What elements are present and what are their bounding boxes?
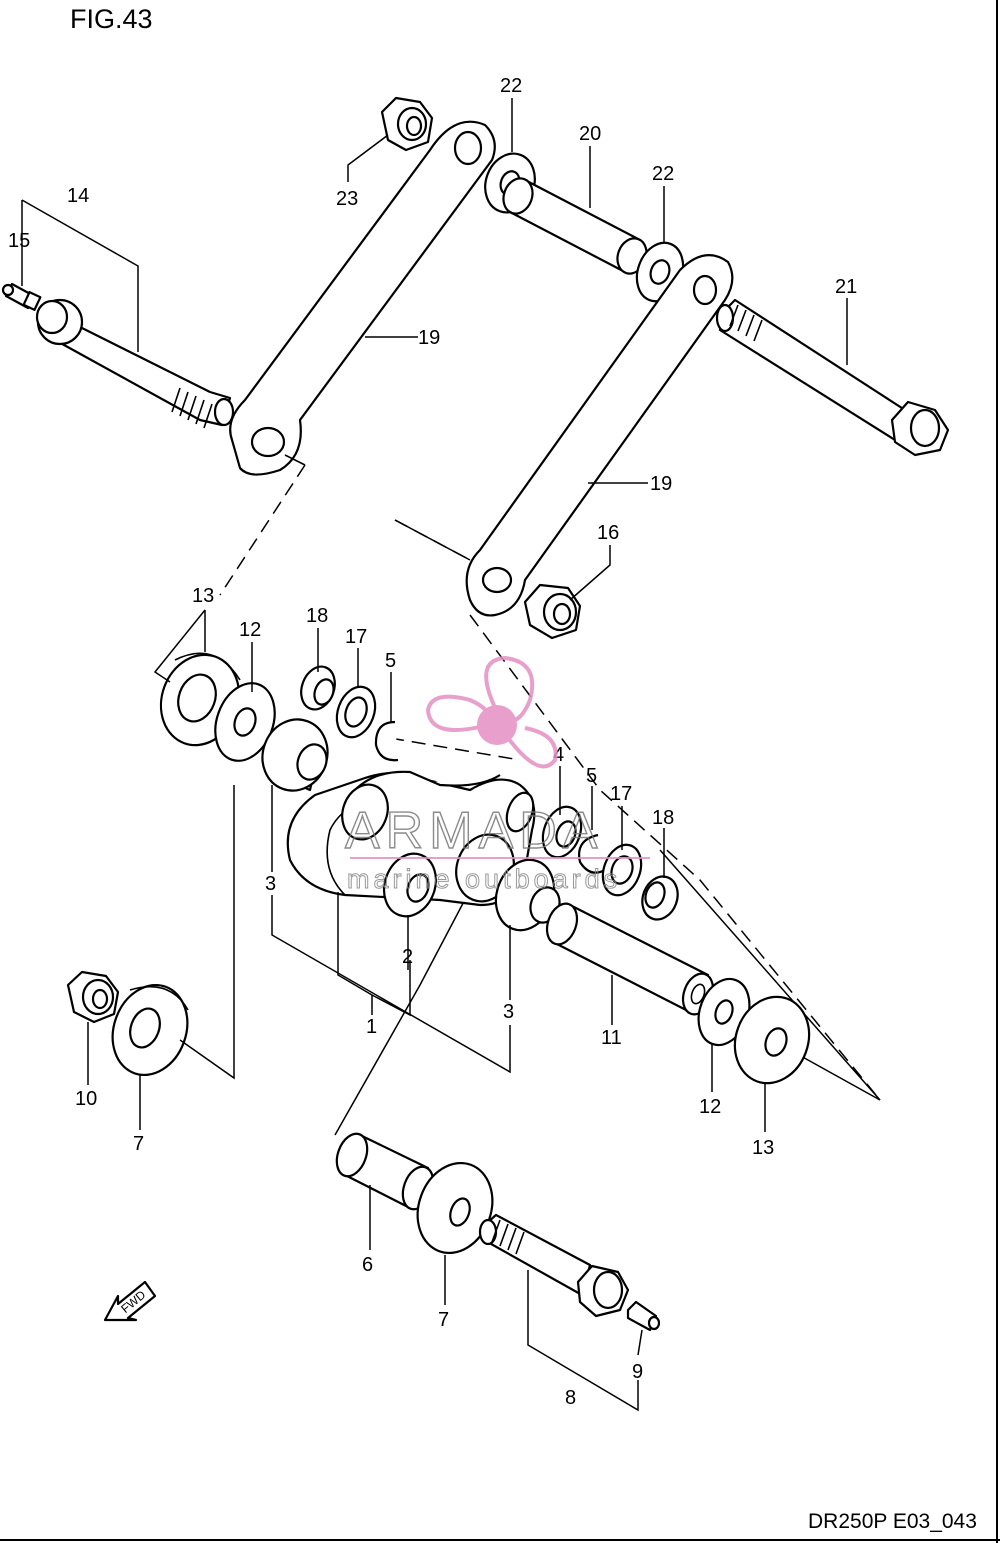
fwd-arrow-icon: FWD bbox=[103, 1280, 157, 1322]
callout-17-upper: 17 bbox=[345, 626, 367, 648]
dust-seal-13-right bbox=[733, 995, 811, 1085]
callout-5-lower: 5 bbox=[586, 765, 597, 787]
callout-21: 21 bbox=[835, 276, 857, 298]
link-plate-19-right bbox=[465, 254, 734, 617]
dust-seal-7-left bbox=[111, 983, 189, 1077]
callout-3-left: 3 bbox=[265, 873, 276, 895]
link-plate-19-left bbox=[229, 120, 496, 476]
callout-5-upper: 5 bbox=[385, 650, 396, 672]
callout-12-right: 12 bbox=[699, 1096, 721, 1118]
bearing-2 bbox=[382, 852, 438, 918]
nut-10 bbox=[66, 970, 120, 1024]
callout-7-lower: 7 bbox=[438, 1309, 449, 1331]
grease-fitting-15 bbox=[1, 282, 42, 311]
nut-23 bbox=[380, 96, 434, 152]
bolt-8 bbox=[478, 1213, 630, 1318]
drawing-code: DR250P E03_043 bbox=[808, 1510, 977, 1533]
bushing-4 bbox=[541, 805, 583, 859]
collar-18-upper bbox=[300, 665, 336, 711]
circlip-5-lower bbox=[578, 833, 606, 874]
grease-fitting-9 bbox=[626, 1300, 661, 1332]
callout-14: 14 bbox=[67, 185, 89, 207]
washer-12-left bbox=[214, 682, 276, 762]
callout-7-left: 7 bbox=[133, 1133, 144, 1155]
spacer-11 bbox=[545, 902, 715, 1016]
watermark-tagline: marine outboards bbox=[347, 864, 621, 894]
callout-18-lower: 18 bbox=[652, 807, 674, 829]
dust-seal-7-lower bbox=[416, 1161, 494, 1255]
spacer-6 bbox=[335, 1132, 435, 1211]
callout-19-lower: 19 bbox=[650, 473, 672, 495]
nut-16 bbox=[523, 583, 582, 640]
callout-18-upper: 18 bbox=[306, 605, 328, 627]
callout-22-right: 22 bbox=[652, 163, 674, 185]
callout-9: 9 bbox=[632, 1361, 643, 1383]
callout-4: 4 bbox=[553, 744, 564, 766]
bolt-21 bbox=[715, 298, 950, 457]
callout-22-left: 22 bbox=[500, 75, 522, 97]
callout-labels: 14 15 23 22 20 22 19 21 19 16 13 12 18 1… bbox=[8, 75, 857, 1409]
callout-23: 23 bbox=[336, 188, 358, 210]
watermark: ARMADA marine outboards bbox=[344, 655, 650, 895]
callout-20: 20 bbox=[579, 123, 601, 145]
callout-16: 16 bbox=[597, 522, 619, 544]
bearing-spacer-left bbox=[261, 718, 329, 792]
callout-15: 15 bbox=[8, 230, 30, 252]
callout-2: 2 bbox=[402, 946, 413, 968]
watermark-brand: ARMADA bbox=[345, 802, 603, 860]
callout-3-right: 3 bbox=[503, 1001, 514, 1023]
callout-8: 8 bbox=[565, 1387, 576, 1409]
figure-title: FIG.43 bbox=[70, 4, 153, 34]
callout-1: 1 bbox=[366, 1016, 377, 1038]
callout-13-right: 13 bbox=[752, 1137, 774, 1159]
propeller-logo-icon bbox=[425, 655, 558, 769]
collar-18-lower bbox=[641, 875, 679, 921]
assembly-lines bbox=[219, 464, 881, 1136]
callout-6: 6 bbox=[362, 1254, 373, 1276]
washer-12-right bbox=[697, 977, 751, 1047]
callout-11: 11 bbox=[601, 1027, 622, 1049]
seal-17-upper bbox=[335, 685, 377, 739]
callout-12-left: 12 bbox=[239, 619, 261, 641]
callout-17-lower: 17 bbox=[610, 783, 632, 805]
leader-lines bbox=[21, 98, 848, 1412]
spacer-20 bbox=[502, 177, 648, 275]
circlip-5-upper bbox=[374, 720, 399, 762]
callout-19-upper: 19 bbox=[418, 327, 440, 349]
callout-13-left: 13 bbox=[192, 585, 214, 607]
callout-10: 10 bbox=[75, 1088, 97, 1110]
bolt-14 bbox=[35, 298, 235, 429]
